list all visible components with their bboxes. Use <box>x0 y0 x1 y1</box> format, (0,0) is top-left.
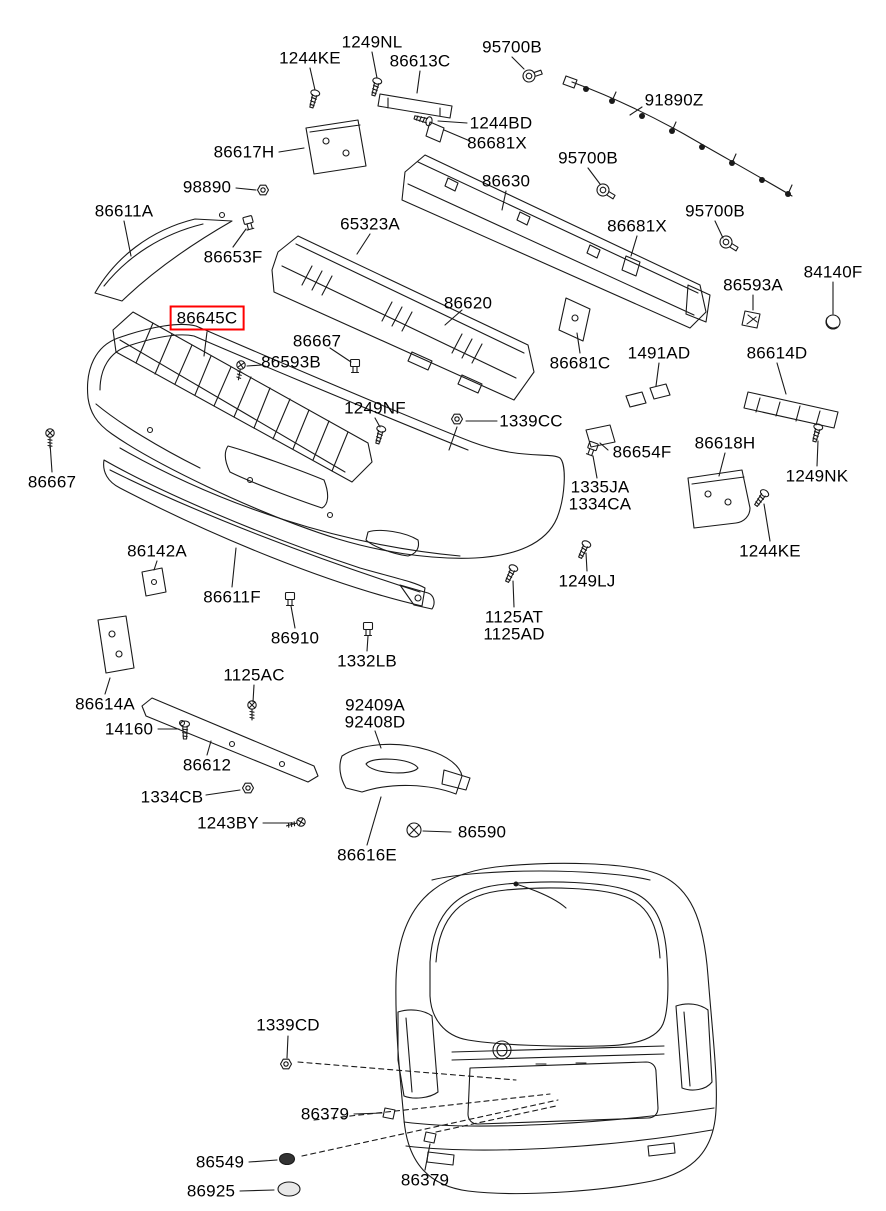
bracket-86617H <box>305 119 367 175</box>
part-label-1339CD[interactable]: 1339CD <box>256 1015 320 1035</box>
part-label-86618H[interactable]: 86618H <box>694 433 756 453</box>
part-label-86611F[interactable]: 86611F <box>203 587 261 607</box>
part-label-86612[interactable]: 86612 <box>182 755 232 775</box>
part-label-92409A[interactable]: 92409A <box>345 695 405 715</box>
part-label-86681C[interactable]: 86681C <box>549 353 611 373</box>
part-label-1339CC[interactable]: 1339CC <box>499 411 563 431</box>
part-label-86613C[interactable]: 86613C <box>389 51 451 71</box>
part-label-86593A[interactable]: 86593A <box>723 275 783 295</box>
part-label-1125AC[interactable]: 1125AC <box>223 665 285 685</box>
vehicle-rear-view <box>395 862 717 1195</box>
part-label-1125AT[interactable]: 1125AT <box>484 607 544 627</box>
part-label-1244KE[interactable]: 1244KE <box>279 48 341 68</box>
bumper-reinforcement <box>401 121 711 342</box>
energy-absorber <box>271 235 535 401</box>
part-label-86654F[interactable]: 86654F <box>612 442 672 462</box>
part-label-95700B[interactable]: 95700B <box>558 148 618 168</box>
part-label-86681X[interactable]: 86681X <box>467 133 527 153</box>
license-lamp-scoop <box>339 743 471 795</box>
part-label-65323A[interactable]: 65323A <box>340 214 400 234</box>
part-label-1249NK[interactable]: 1249NK <box>785 466 849 486</box>
part-label-1125AD[interactable]: 1125AD <box>483 624 545 644</box>
part-label-86614D[interactable]: 86614D <box>746 343 808 363</box>
part-label-1249NL[interactable]: 1249NL <box>341 32 403 52</box>
part-label-86910[interactable]: 86910 <box>270 628 320 648</box>
part-label-14160[interactable]: 14160 <box>104 719 154 739</box>
part-label-86667[interactable]: 86667 <box>27 472 77 492</box>
part-label-84140F[interactable]: 84140F <box>803 262 863 282</box>
part-label-86593B[interactable]: 86593B <box>261 352 321 372</box>
sensor-harness <box>562 75 793 197</box>
part-label-86590[interactable]: 86590 <box>457 822 507 842</box>
part-label-86379[interactable]: 86379 <box>300 1104 350 1124</box>
part-label-86925[interactable]: 86925 <box>186 1181 236 1201</box>
part-label-92408D[interactable]: 92408D <box>344 712 406 732</box>
part-label-1243BY[interactable]: 1243BY <box>197 813 259 833</box>
alignment-dashed-lines <box>297 1061 559 1157</box>
part-label-86645C[interactable]: 86645C <box>169 305 245 331</box>
part-label-1332LB[interactable]: 1332LB <box>337 651 397 671</box>
part-label-1244BD[interactable]: 1244BD <box>469 113 533 133</box>
part-label-86681X[interactable]: 86681X <box>607 216 667 236</box>
part-label-1335JA[interactable]: 1335JA <box>570 477 630 497</box>
side-brackets <box>97 383 839 783</box>
part-label-86379[interactable]: 86379 <box>400 1170 450 1190</box>
part-label-1249LJ[interactable]: 1249LJ <box>558 571 616 591</box>
part-label-86620[interactable]: 86620 <box>443 293 493 313</box>
part-label-1244KE[interactable]: 1244KE <box>739 541 801 561</box>
part-label-1334CB[interactable]: 1334CB <box>140 787 204 807</box>
part-label-86616E[interactable]: 86616E <box>337 845 397 865</box>
part-label-86611A[interactable]: 86611A <box>94 201 154 221</box>
upper-rail <box>94 211 233 302</box>
leader-lines <box>49 51 834 1192</box>
part-label-95700B[interactable]: 95700B <box>482 37 542 57</box>
part-label-86667[interactable]: 86667 <box>292 331 342 351</box>
part-label-98890[interactable]: 98890 <box>182 177 232 197</box>
part-label-86614A[interactable]: 86614A <box>75 694 135 714</box>
part-label-1491AD[interactable]: 1491AD <box>627 343 691 363</box>
part-label-86142A[interactable]: 86142A <box>127 541 187 561</box>
lower-strip <box>103 459 435 610</box>
part-label-86653F[interactable]: 86653F <box>203 247 263 267</box>
mounting-rail <box>377 93 453 119</box>
part-label-86549[interactable]: 86549 <box>195 1152 245 1172</box>
part-label-86617H[interactable]: 86617H <box>213 142 275 162</box>
part-label-1249NF[interactable]: 1249NF <box>344 398 406 418</box>
part-label-95700B[interactable]: 95700B <box>685 201 745 221</box>
part-label-91890Z[interactable]: 91890Z <box>644 90 704 110</box>
bumper-cover <box>86 323 565 559</box>
small-parts <box>277 310 841 1197</box>
part-label-86630[interactable]: 86630 <box>481 171 531 191</box>
part-label-1334CA[interactable]: 1334CA <box>568 494 632 514</box>
